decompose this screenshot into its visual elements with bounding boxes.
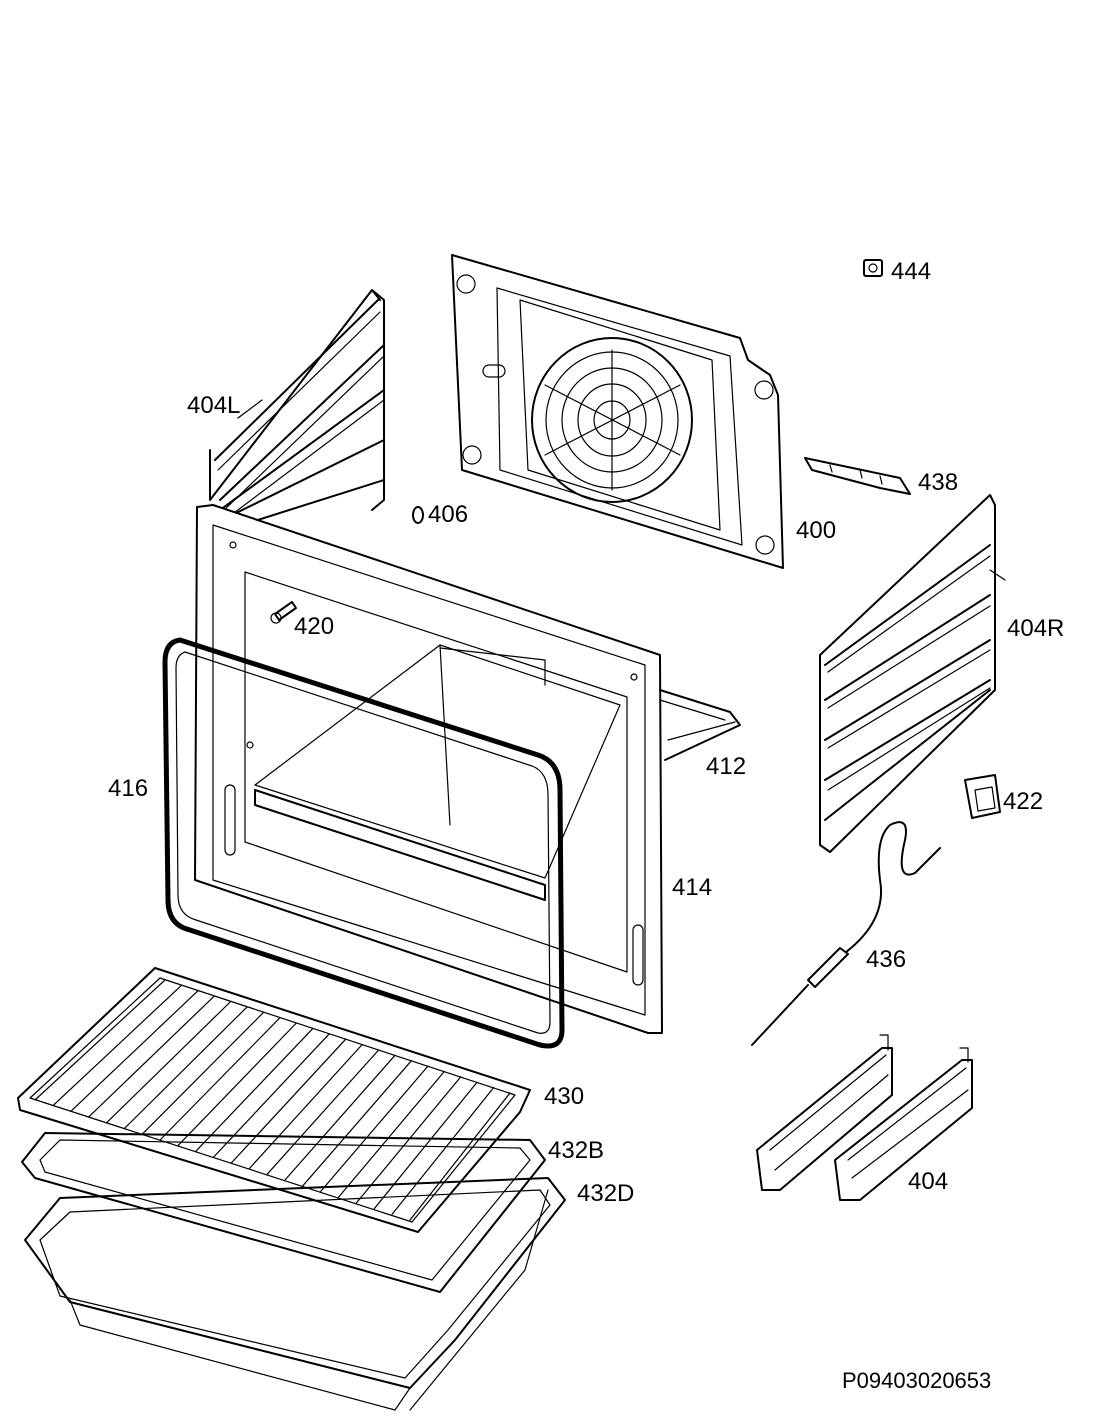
part-444-clip bbox=[863, 259, 883, 277]
part-404L-left-shelf-support bbox=[209, 289, 385, 531]
part-416-door-seal bbox=[162, 637, 565, 1049]
part-422-connector bbox=[964, 774, 1001, 819]
label-400: 400 bbox=[796, 517, 836, 544]
part-404-telescopic-runners bbox=[756, 1034, 973, 1201]
label-404R: 404R bbox=[1007, 615, 1064, 642]
part-412-side-rail bbox=[659, 689, 741, 761]
part-430-wire-shelf bbox=[17, 967, 531, 1233]
part-432B-flat-tray bbox=[21, 1132, 546, 1293]
label-430: 430 bbox=[544, 1083, 584, 1110]
part-420-screw bbox=[270, 601, 297, 624]
part-406-nut bbox=[412, 506, 424, 524]
label-412: 412 bbox=[706, 753, 746, 780]
label-432D: 432D bbox=[577, 1180, 634, 1207]
label-420: 420 bbox=[294, 613, 334, 640]
label-444: 444 bbox=[891, 258, 931, 285]
part-414-front-frame bbox=[194, 504, 663, 1034]
part-432D-deep-pan bbox=[24, 1177, 566, 1411]
label-414: 414 bbox=[672, 874, 712, 901]
label-404L: 404L bbox=[187, 392, 240, 419]
part-438-bracket bbox=[804, 457, 911, 495]
part-400-rear-panel bbox=[451, 254, 784, 569]
label-432B: 432B bbox=[548, 1137, 604, 1164]
drawing-code: P09403020653 bbox=[842, 1368, 991, 1393]
label-438: 438 bbox=[918, 469, 958, 496]
label-404: 404 bbox=[908, 1168, 948, 1195]
label-406: 406 bbox=[428, 501, 468, 528]
part-404R-right-shelf-support bbox=[819, 494, 1006, 853]
label-416: 416 bbox=[108, 775, 148, 802]
oven-interior bbox=[254, 644, 621, 901]
label-422: 422 bbox=[1003, 788, 1043, 815]
label-436: 436 bbox=[866, 946, 906, 973]
part-436-meat-probe bbox=[751, 821, 941, 1046]
